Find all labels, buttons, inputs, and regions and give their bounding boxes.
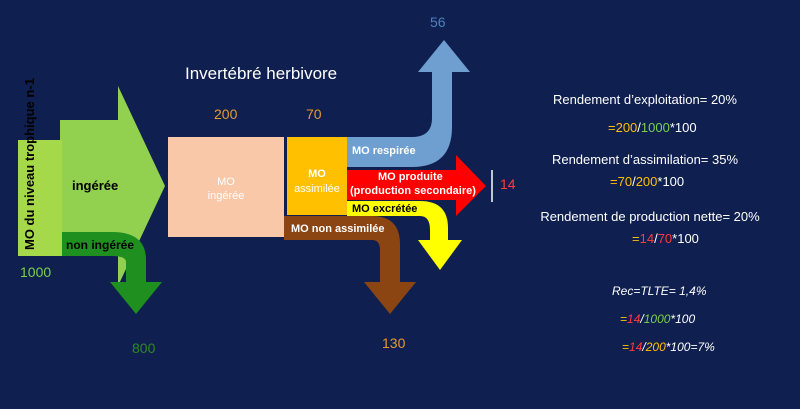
excreted-arrow [347, 201, 462, 270]
not-assimilated-arrow [284, 216, 416, 314]
value-produced: 14 [500, 176, 516, 192]
ratio-rec-formula-1: =14/1000*100 [620, 312, 696, 326]
source-label: MO du niveau trophique n-1 [22, 78, 37, 250]
ratio-assimilation-formula: =70/200*100 [610, 174, 685, 189]
value-not-assimilated: 130 [382, 335, 406, 351]
excreted-label: MO excrétée [352, 203, 418, 215]
mo-ingested-block [168, 137, 284, 237]
mo-ingested-label-2: ingérée [207, 190, 245, 202]
respired-up-arrow [347, 40, 470, 167]
ratio-rec-formula-2: =14/200*100=7% [622, 340, 715, 354]
value-not-ingested: 800 [132, 340, 156, 356]
produced-label-1: MO produite [378, 171, 443, 183]
source-label-text: MO du niveau trophique n-1 [22, 78, 37, 250]
ratio-production-formula: =14/70*100 [632, 231, 699, 246]
ratio-rec-title: Rec=TLTE= 1,4% [612, 284, 707, 298]
ratio-assimilation-title: Rendement d’assimilation= 35% [551, 152, 739, 167]
produced-label-2: (production secondaire) [350, 185, 476, 197]
not-ingested-down-arrow [60, 232, 162, 314]
not-ingested-label: non ingérée [66, 238, 135, 252]
value-ingested: 200 [214, 106, 238, 122]
mo-assimilated-label-1: MO [308, 168, 326, 180]
ratio-exploitation-title: Rendement d’exploitation= 20% [553, 92, 737, 107]
not-assimilated-label: MO non assimilée [291, 223, 385, 235]
value-source: 1000 [20, 264, 52, 280]
value-respired: 56 [430, 14, 446, 30]
mo-ingested-label-1: MO [217, 176, 235, 188]
produced-arrow [347, 155, 486, 216]
mo-assimilated-block [287, 137, 347, 215]
source-bar [18, 140, 62, 256]
ratio-exploitation-formula: =200/1000*100 [608, 120, 697, 135]
ratio-production-title: Rendement de production nette= 20% [540, 209, 760, 224]
mo-assimilated-label-2: assimilée [294, 183, 340, 195]
value-assimilated: 70 [306, 106, 322, 122]
ingested-label: ingérée [72, 178, 119, 193]
respired-label: MO respirée [352, 145, 416, 157]
page-title: Invertébré herbivore [185, 64, 338, 83]
